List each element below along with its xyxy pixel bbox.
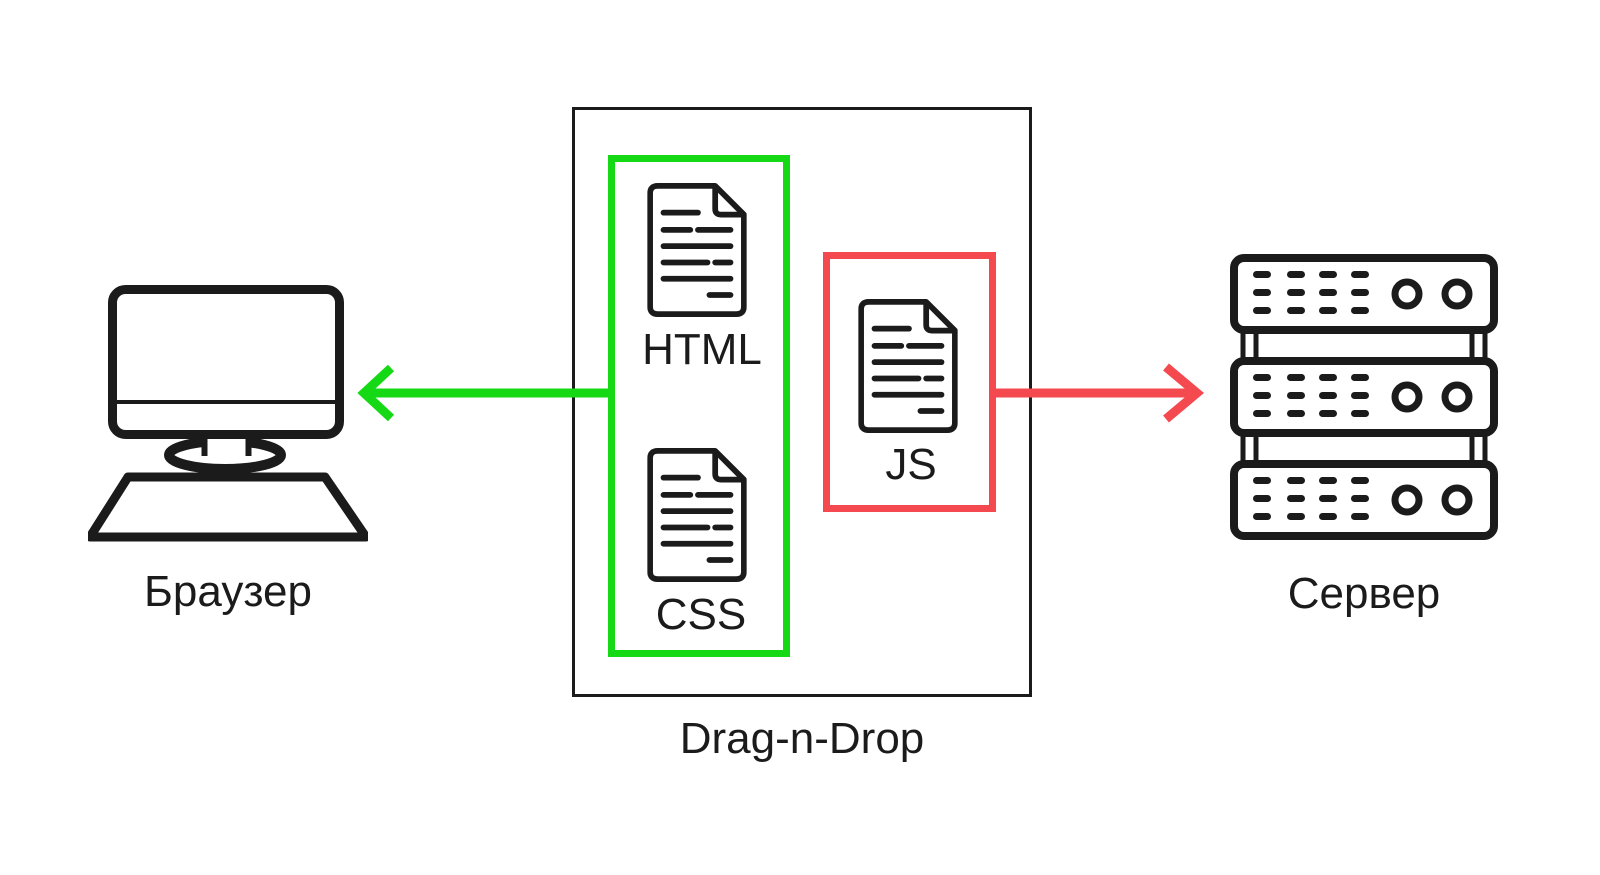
browser-label: Браузер [144,567,312,616]
upload-file-group-box [823,252,996,512]
dragdrop-container-box [572,107,1032,697]
rack-unit-1 [1230,254,1498,334]
server-label: Сервер [1287,569,1441,618]
server-rack-icon [1230,254,1498,540]
js-document-icon [858,299,958,433]
js-file-label: JS [885,440,937,489]
dragdrop-zone-label: Drag-n-Drop [679,714,925,763]
html-file-label: HTML [642,325,762,374]
html-document-icon [647,183,747,317]
rack-unit-3 [1230,460,1498,540]
css-document-icon [647,448,747,582]
css-file-label: CSS [655,590,747,639]
monitor-screen [108,285,344,439]
client-files-group-box [608,155,790,657]
rack-unit-2 [1230,357,1498,437]
keyboard [88,472,368,542]
desktop-computer-icon [88,285,368,542]
